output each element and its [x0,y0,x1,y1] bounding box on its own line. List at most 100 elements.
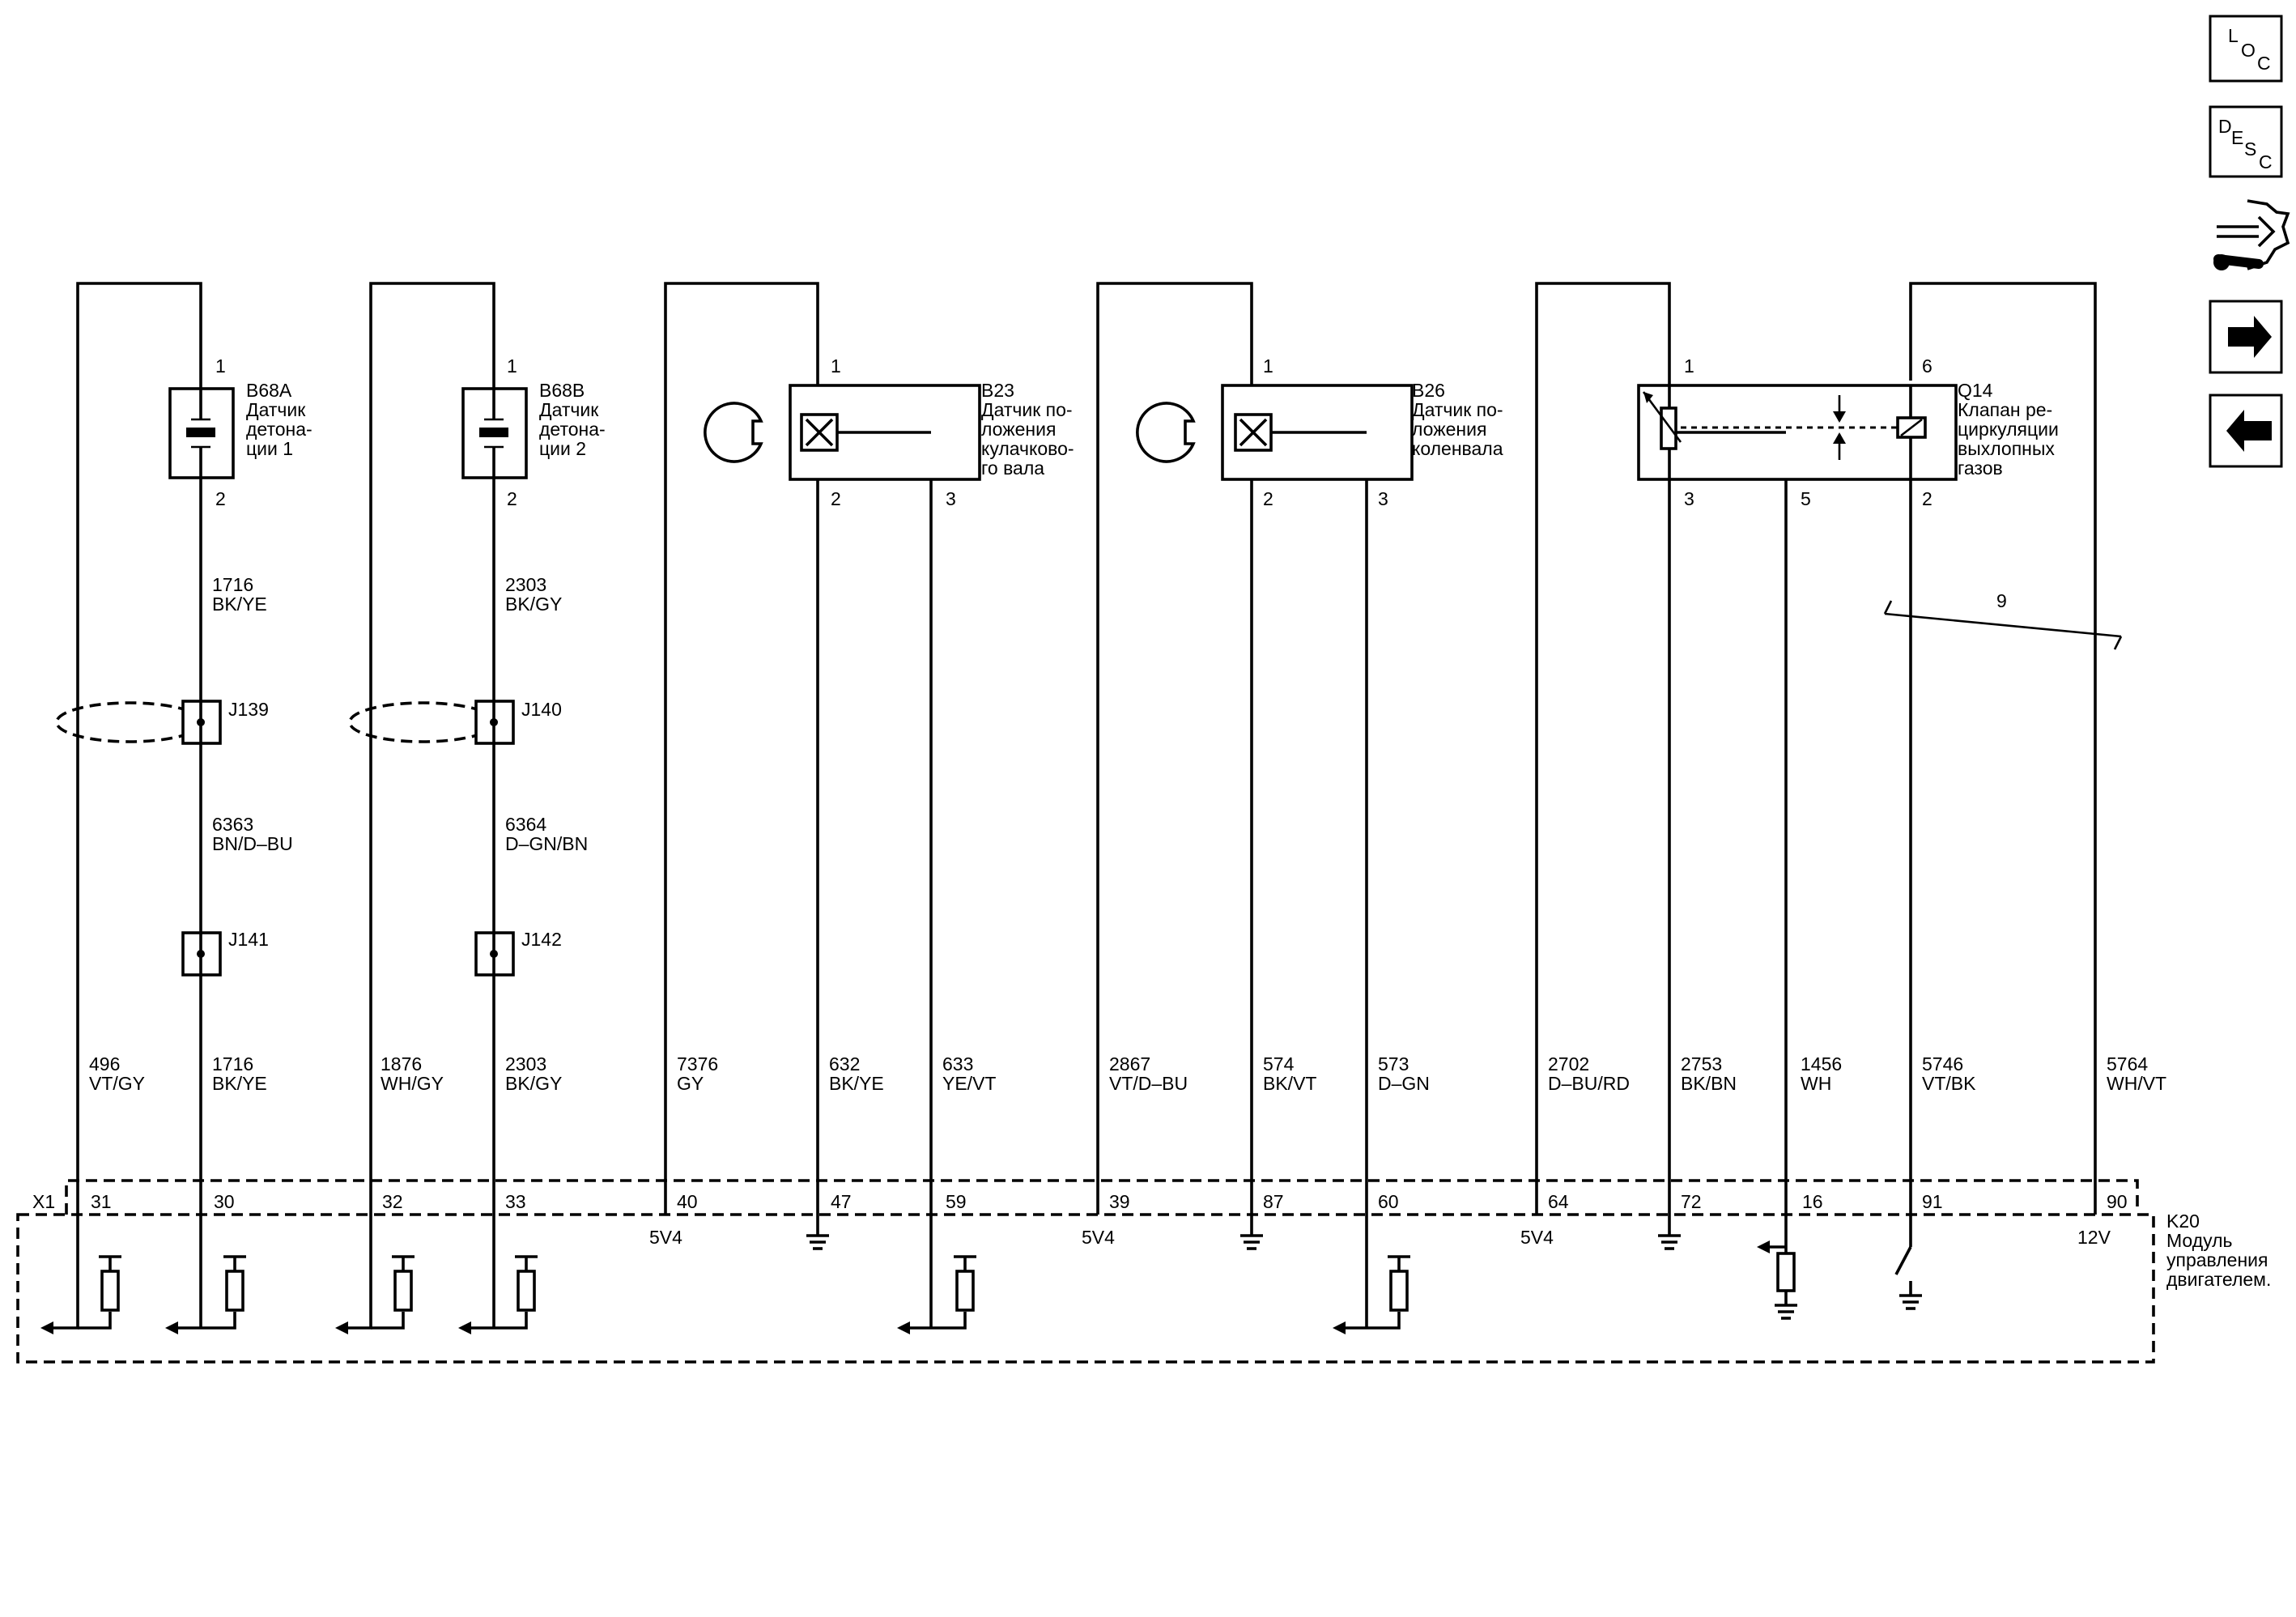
knock-sensor-b68a: 1 2 B68A Датчик детона- ции 1 [168,355,313,509]
input-16 [1757,1240,1797,1320]
svg-text:2: 2 [1922,488,1932,509]
switch-91 [1894,1246,1922,1310]
svg-text:1: 1 [1684,355,1694,377]
input-60 [1333,1255,1410,1334]
svg-text:D–GN/BN: D–GN/BN [505,833,588,854]
component-id: K20 [2166,1211,2200,1232]
desc-button[interactable]: D E S C [2209,105,2283,178]
knock-sensor-b68b: 1 2 B68B Датчик детона- ции 2 [461,355,606,509]
svg-text:1716: 1716 [212,1053,253,1074]
svg-text:выхлопных: выхлопных [1958,438,2055,459]
svg-text:2867: 2867 [1109,1053,1150,1074]
svg-text:6364: 6364 [505,814,546,835]
svg-text:60: 60 [1378,1191,1399,1212]
svg-text:коленвала: коленвала [1412,438,1503,459]
camshaft-sensor-b23: 1 2 3 B23 Датчик по- ложения кулачково- … [704,355,1074,509]
component-id: B26 [1412,380,1445,401]
svg-text:64: 64 [1548,1191,1569,1212]
svg-text:ложения: ложения [1412,419,1486,440]
svg-text:YE/VT: YE/VT [942,1073,996,1094]
svg-text:D–GN: D–GN [1378,1073,1430,1094]
svg-text:496: 496 [89,1053,120,1074]
svg-text:газов: газов [1958,457,2003,479]
splice-label: J140 [521,699,562,720]
svg-text:2753: 2753 [1681,1053,1722,1074]
svg-text:ложения: ложения [981,419,1056,440]
pin-label: 1 [507,355,517,377]
splice-j141: J141 [181,929,269,977]
svg-text:2702: 2702 [1548,1053,1589,1074]
svg-text:BK/VT: BK/VT [1263,1073,1316,1094]
next-arrow-button[interactable] [2209,300,2283,374]
svg-text:9: 9 [1996,590,2007,611]
svg-text:5764: 5764 [2107,1053,2148,1074]
svg-text:2: 2 [831,488,841,509]
svg-text:33: 33 [505,1191,526,1212]
loc-button[interactable]: L O C [2209,15,2283,83]
component-id: B68A [246,380,292,401]
svg-text:6363: 6363 [212,814,253,835]
prev-arrow-button[interactable] [2209,394,2283,468]
svg-text:BK/GY: BK/GY [505,594,562,615]
svg-text:91: 91 [1922,1191,1943,1212]
svg-text:574: 574 [1263,1053,1295,1074]
ecm-inputs [40,1215,1922,1334]
svg-text:детона-: детона- [246,419,313,440]
svg-text:D–BU/RD: D–BU/RD [1548,1073,1630,1094]
svg-text:632: 632 [829,1053,860,1074]
svg-text:E: E [2231,127,2243,148]
svg-text:40: 40 [677,1191,698,1212]
svg-text:72: 72 [1681,1191,1702,1212]
svg-text:управления: управления [2166,1249,2268,1270]
connector-x1: X1 31 30 32 33 40 47 59 39 87 60 64 72 1… [32,1179,2139,1215]
svg-text:32: 32 [382,1191,403,1212]
supply-label: 5V4 [649,1227,682,1248]
svg-text:Модуль: Модуль [2166,1230,2233,1251]
svg-text:WH/VT: WH/VT [2107,1073,2166,1094]
component-id: B68B [539,380,585,401]
splice-label: J141 [228,929,269,950]
svg-text:Клапан ре-: Клапан ре- [1958,399,2052,420]
svg-text:C: C [2257,53,2271,74]
input-31 [40,1215,121,1334]
svg-text:3: 3 [946,488,956,509]
service-wrench-icon[interactable] [2213,199,2290,270]
input-30 [165,1255,246,1334]
svg-text:87: 87 [1263,1191,1284,1212]
svg-text:Датчик по-: Датчик по- [1412,399,1503,420]
svg-text:VT/BK: VT/BK [1922,1073,1976,1094]
input-59 [897,1255,976,1334]
crankshaft-sensor-b26: 1 2 3 B26 Датчик по- ложения коленвала [1136,355,1503,509]
input-33 [458,1255,538,1334]
supply-label: 12V [2077,1227,2111,1248]
svg-text:BK/BN: BK/BN [1681,1073,1737,1094]
svg-text:ции 2: ции 2 [539,438,586,459]
supply-label: 5V4 [1520,1227,1554,1248]
svg-text:GY: GY [677,1073,704,1094]
harness-marker: 9 [1883,590,2123,650]
svg-text:16: 16 [1802,1191,1823,1212]
arrow-right-icon [2228,316,2272,358]
component-id: Q14 [1958,380,1993,401]
svg-text:BN/D–BU: BN/D–BU [212,833,293,854]
input-32 [335,1255,415,1334]
svg-text:6: 6 [1922,355,1932,377]
svg-text:2303: 2303 [505,574,546,595]
svg-text:BK/YE: BK/YE [212,594,267,615]
ecm-k20: K20 Модуль управления двигателем. 5V4 5V… [16,1211,2271,1364]
svg-text:47: 47 [831,1191,852,1212]
shield-j139: J139 [55,699,269,745]
egr-valve-q14: 1 6 3 5 2 Q14 Клапан ре- циркуляции выхл… [1637,355,2059,509]
ground-icon [1240,1215,1263,1250]
